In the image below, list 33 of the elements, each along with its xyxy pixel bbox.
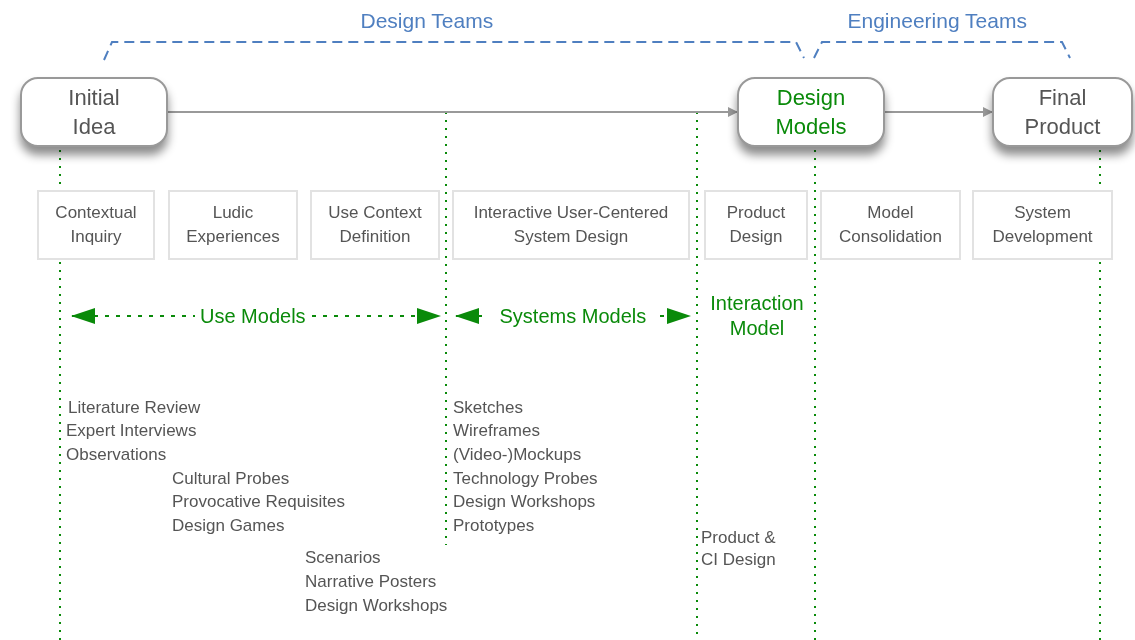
phase-box: System Development [972,190,1113,260]
arrow [884,107,993,117]
method-text: Design Workshops [305,595,448,617]
milestone-box: Final Product [992,77,1133,147]
method-text: Scenarios [305,547,381,569]
phase-box: Contextual Inquiry [37,190,155,260]
arrow [167,107,738,117]
group-title: Design Teams [360,8,494,34]
method-text: Prototypes [453,515,535,537]
phase-box: Interactive User-Centered System Design [452,190,690,260]
method-text: Provocative Requisites [172,491,345,513]
phase-box: Ludic Experiences [168,190,298,260]
milestone-box: Design Models [737,77,885,147]
method-text: Cultural Probes [172,468,290,490]
method-text: (Video-)Mockups [453,444,582,466]
method-text: Wireframes [453,420,540,442]
method-text: Product & CI Design [701,527,777,571]
method-text: Observations [66,444,167,466]
method-text: Sketches [453,397,523,419]
phase-box: Model Consolidation [820,190,961,260]
method-text: Technology Probes [453,468,598,490]
method-text: Literature Review [68,397,201,419]
milestone-box: Initial Idea [20,77,168,147]
method-text: Narrative Posters [305,571,437,593]
phase-box: Product Design [704,190,808,260]
method-text: Design Games [172,515,285,537]
phase-box: Use Context Definition [310,190,440,260]
model-label: Use Models [200,304,306,329]
group-title: Engineering Teams [847,8,1027,34]
method-text: Design Workshops [453,491,596,513]
model-label: Interaction Model [709,291,805,341]
model-label: Systems Models [499,304,647,329]
method-text: Expert Interviews [66,420,197,442]
